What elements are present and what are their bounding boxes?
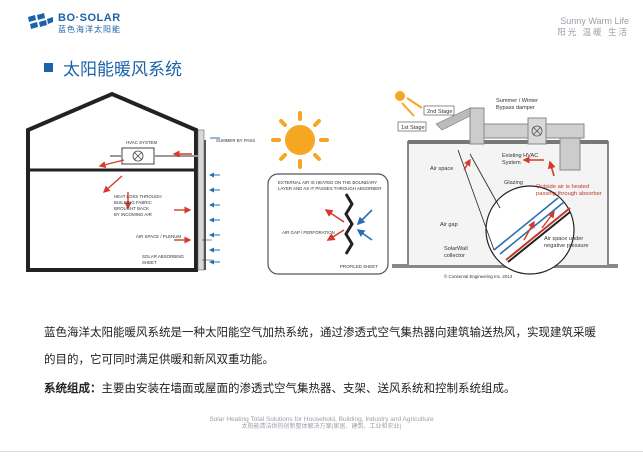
outside-air-label-2: passing through absorber [536,191,602,197]
solar-sheet-label-2: SHEET [142,260,157,265]
footer: Solar Heating Total Solutions for Househ… [0,416,643,432]
summer-bypass-label: SUMMER BY PASS [216,138,255,143]
tagline-en: Sunny Warm Life [560,16,629,26]
solarwall-label-1: SolarWall [444,246,468,252]
brand-name: BO·SOLAR [58,11,121,24]
title-bullet-icon [44,63,53,72]
air-space-label: Air space [430,166,453,172]
footer-cn: 太阳能清洁供热创新整体解决方案(家居、建筑、工业和农业) [241,424,402,431]
sun-icon [395,91,423,117]
fan-icon [132,150,144,162]
brand-logo: BO·SOLAR 蓝色海洋太阳能 [26,12,121,34]
profiled-sheet-label: PROFILED SHEET [340,264,378,269]
system-composition: 系统组成：主要由安装在墙面或屋面的渗透式空气集热器、支架、送风系统和控制系统组成… [44,380,516,396]
logo-mark-icon [28,13,53,29]
page-title: 太阳能暖风系统 [63,60,182,79]
existing-hvac-label-1: Existing HVAC [502,153,538,159]
stage-2-label: 2nd Stage [427,109,453,115]
external-air-label-1: EXTERNAL AIR IS HEATED ON THE BOUNDARY [278,180,377,185]
copyright-label: © Conserval Engineering Inc. 2013 [444,274,513,279]
heat-loss-label-1: HEAT LOSS THROUGH [114,194,162,199]
brand-name-cn: 蓝色海洋太阳能 [58,24,121,34]
solarwall-label-2: collector [444,253,465,259]
air-space-under-label-1: Air space under [544,236,583,242]
summer-winter-label: Summer / Winter [496,98,538,104]
hvac-system-label: HVAC SYSTEM [126,140,157,145]
air-space-under-label-2: negative pressure [544,243,588,249]
system-diagram: HVAC SYSTEM SUMMER BY PASS HEAT LOSS THR… [26,91,618,279]
solar-sheet-label-1: SOLAR ABSORBING [142,254,185,259]
glazing-label: Glazing [504,180,523,186]
bypass-damper-label: Bypass damper [496,105,535,111]
sun-icon [271,111,329,169]
air-space-plenum-label: AIR SPACE / PLENUM [136,234,181,239]
tagline: Sunny Warm Life 阳光 温暖 生活 [557,16,629,38]
composition-text: 主要由安装在墙面或屋面的渗透式空气集热器、支架、送风系统和控制系统组成。 [101,383,516,395]
existing-hvac-label-2: System [502,160,521,166]
external-air-label-2: LAYER AND AS IT PASSES THROUGH ABSORBER [278,186,381,191]
heat-loss-label-3: BROUGHT BACK [114,206,149,211]
footer-en: Solar Heating Total Solutions for Househ… [209,416,434,423]
footer-divider [0,451,643,452]
solarwall-diagram: 2nd Stage 1st Stage Summer / Winter Bypa… [392,91,618,279]
title-row: 太阳能暖风系统 [44,55,182,80]
house-diagram: HVAC SYSTEM SUMMER BY PASS HEAT LOSS THR… [26,91,255,272]
heat-loss-label-2: BUILDING FABRIC [114,200,152,205]
outside-air-label-1: Outside air is heated [536,184,589,190]
composition-label: 系统组成： [44,383,102,395]
stage-1-label: 1st Stage [401,125,425,131]
fan-icon [531,125,543,137]
air-gap-label: Air gap [440,222,458,228]
description-paragraph: 蓝色海洋太阳能暖风系统是一种太阳能空气加热系统，通过渗透式空气集热器向建筑输送热… [44,327,596,366]
heat-loss-label-4: BY INCOMING AIR [114,212,152,217]
absorber-detail: EXTERNAL AIR IS HEATED ON THE BOUNDARY L… [267,173,389,275]
air-gap-label: AIR GAP / PERFORATION [282,230,335,235]
tagline-cn: 阳光 温暖 生活 [557,27,629,38]
